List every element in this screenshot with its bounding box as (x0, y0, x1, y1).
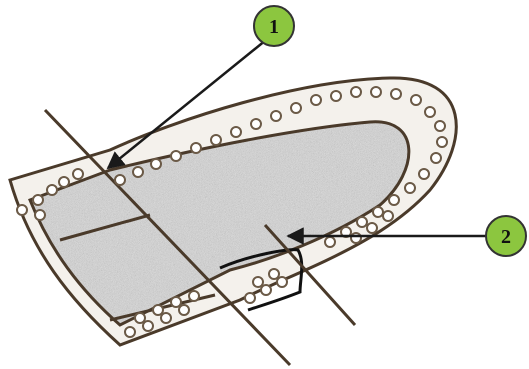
callout-1-badge: 1 (254, 6, 294, 46)
callout-2-label: 2 (501, 226, 511, 248)
callout-1-label: 1 (269, 16, 279, 38)
callout-2-badge: 2 (486, 216, 526, 256)
